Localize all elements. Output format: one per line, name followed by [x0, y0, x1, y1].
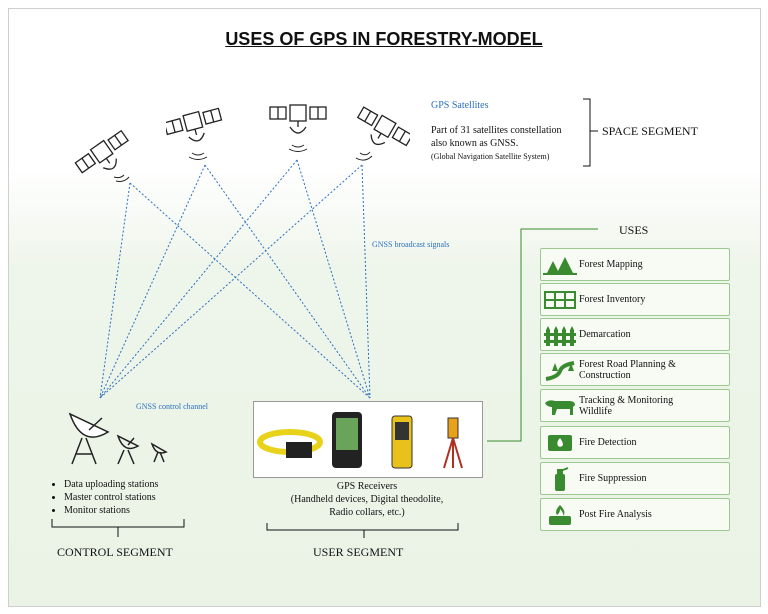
road-icon: [541, 354, 579, 385]
use-post-fire-analysis: Post Fire Analysis: [540, 498, 730, 531]
space-desc-3: (Global Navigation Satellite System): [431, 152, 550, 161]
satellite-dish-icon: [68, 412, 168, 465]
use-label: Fire Suppression: [579, 473, 647, 484]
satellite-icon: [74, 129, 130, 182]
user-desc-1: GPS Receivers: [336, 481, 398, 492]
satellite-icon: [166, 107, 223, 160]
use-demarcation: Demarcation: [540, 318, 730, 351]
use-label: Forest Mapping: [579, 259, 643, 270]
extinguisher-icon: [541, 463, 579, 494]
gps-satellites-label: GPS Satellites: [431, 100, 489, 111]
user-segment-label: USER SEGMENT: [313, 545, 404, 559]
use-forest-mapping: Forest Mapping: [540, 248, 730, 281]
list-item: Data uploading stations: [64, 478, 158, 491]
list-item: Monitor stations: [64, 504, 158, 517]
use-fire-detection: Fire Detection: [540, 426, 730, 459]
user-desc-2: (Handheld devices, Digital theodolite,: [290, 494, 444, 505]
control-segment-label: CONTROL SEGMENT: [57, 545, 173, 559]
use-label: Fire Detection: [579, 437, 637, 448]
broadcast-signals-label: GNSS broadcast signals: [372, 240, 450, 249]
space-desc-2: also known as GNSS.: [431, 138, 519, 149]
inventory-table-icon: [541, 284, 579, 315]
use-fire-suppression: Fire Suppression: [540, 462, 730, 495]
space-desc-1: Part of 31 satellites constellation: [431, 125, 562, 136]
user-desc-3: Radio collars, etc.): [329, 507, 405, 518]
list-item: Master control stations: [64, 491, 158, 504]
forest-mapping-icon: [541, 249, 579, 280]
uses-heading: USES: [619, 223, 649, 237]
satellite-icon: [269, 104, 327, 152]
use-forest-inventory: Forest Inventory: [540, 283, 730, 316]
tiger-icon: [541, 390, 579, 421]
space-segment-label: SPACE SEGMENT: [602, 124, 698, 138]
gps-devices-icon: [257, 412, 463, 469]
use-label: Demarcation: [579, 329, 631, 340]
use-label: Post Fire Analysis: [579, 509, 652, 520]
use-forest-road: Forest Road Planning &Construction: [540, 353, 730, 386]
use-label: Forest Road Planning &Construction: [579, 358, 676, 381]
post-fire-icon: [541, 499, 579, 530]
fence-icon: [541, 319, 579, 350]
satellite-icon: [355, 106, 410, 161]
control-channel-label: GNSS control channel: [136, 402, 208, 411]
page-title: USES OF GPS IN FORESTRY-MODEL: [225, 29, 543, 49]
use-label: Forest Inventory: [579, 294, 646, 305]
fire-detection-icon: [541, 427, 579, 458]
control-items-list: Data uploading stations Master control s…: [50, 478, 158, 517]
gps-receivers-box: [253, 401, 483, 478]
